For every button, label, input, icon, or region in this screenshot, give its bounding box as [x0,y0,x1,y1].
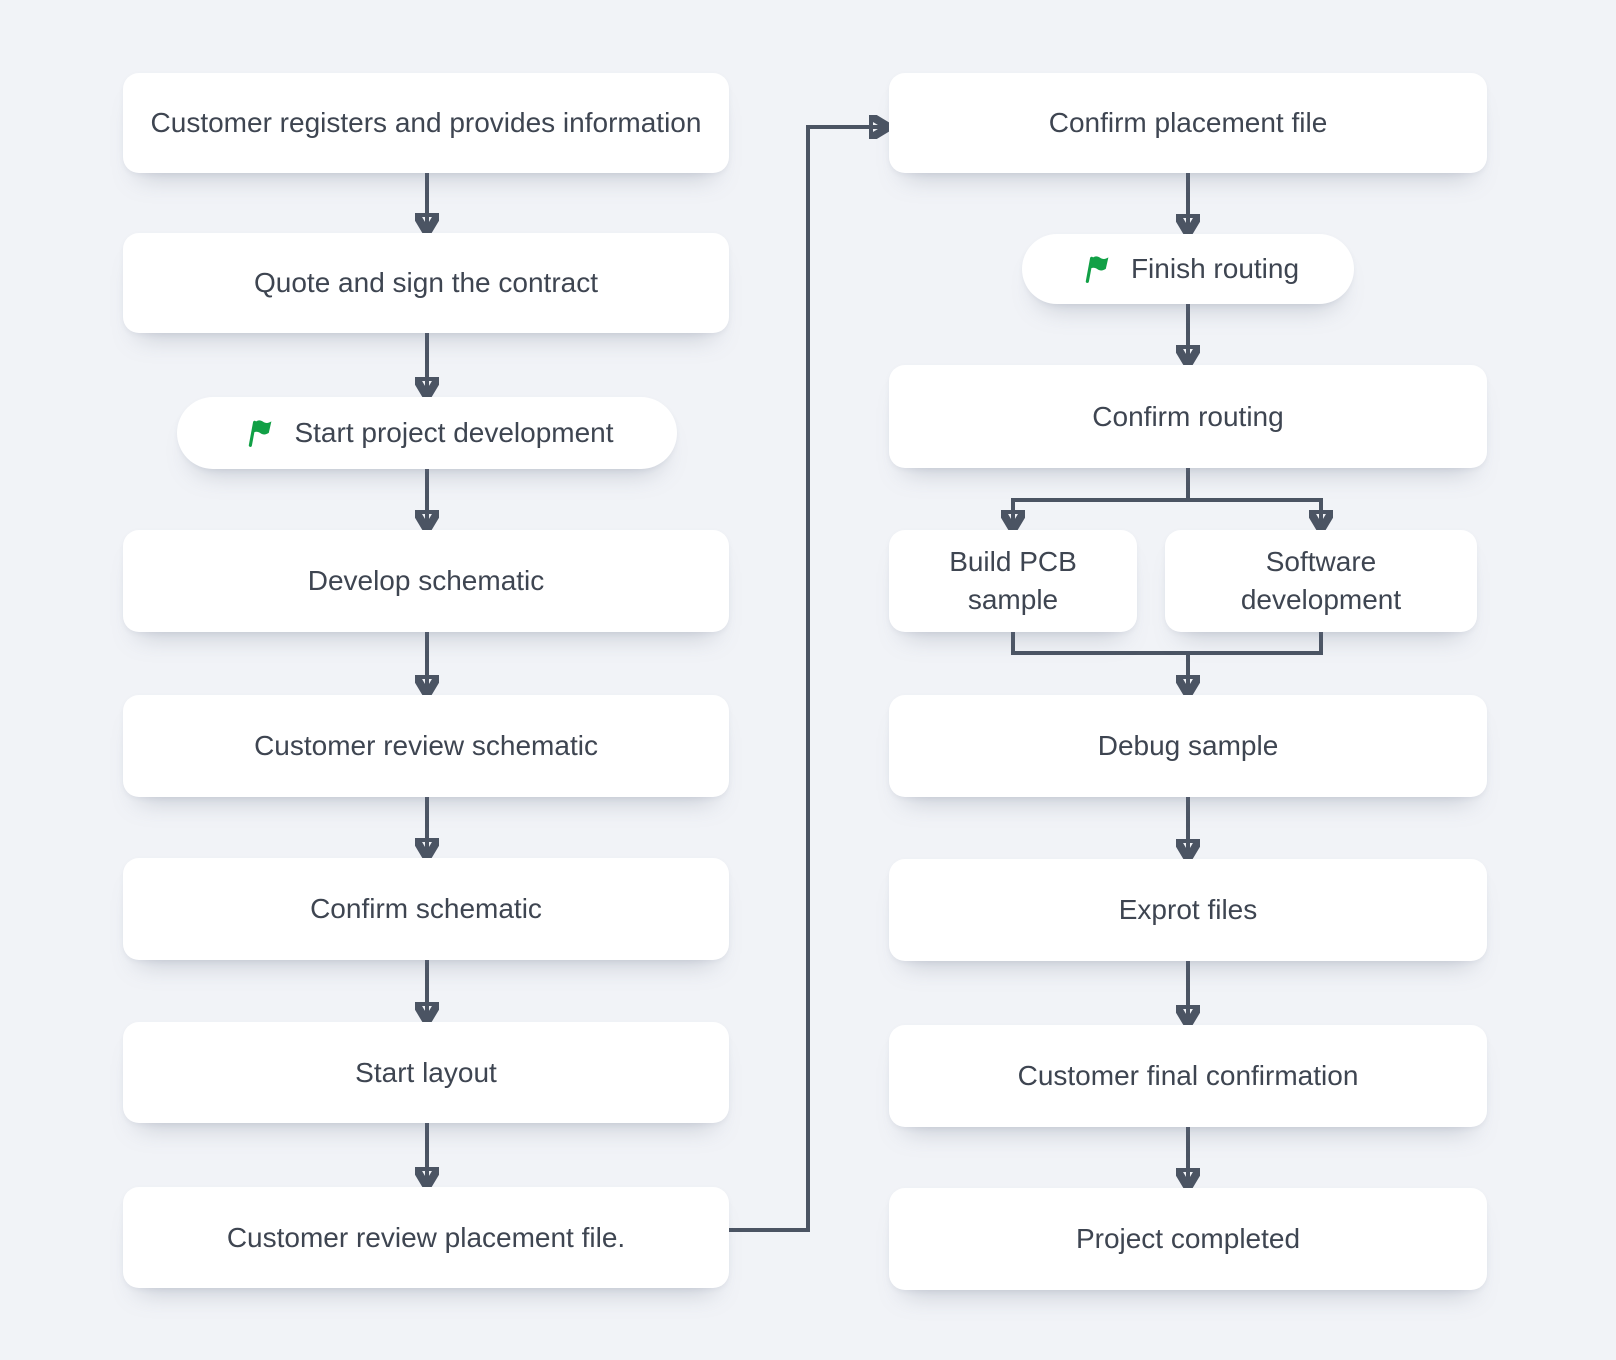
flag-icon [1077,251,1113,287]
node-project-completed: Project completed [889,1188,1487,1290]
node-finish-routing: Finish routing [1022,234,1354,304]
node-customer-review-placement-file: Customer review placement file. [123,1187,729,1288]
node-customer-review-schematic: Customer review schematic [123,695,729,797]
node-exprot-files: Exprot files [889,859,1487,961]
node-build-pcb-sample: Build PCB sample [889,530,1137,632]
node-confirm-placement-file: Confirm placement file [889,73,1487,173]
node-start-layout: Start layout [123,1022,729,1123]
node-customer-final-confirmation: Customer final confirmation [889,1025,1487,1127]
node-confirm-schematic: Confirm schematic [123,858,729,960]
connector-l8-to-r1 [727,127,886,1232]
milestone-label: Start project development [294,417,614,449]
node-software-development: Software development [1165,530,1477,632]
flag-icon [240,415,276,451]
node-start-project-development: Start project development [177,397,677,469]
node-quote-sign-contract: Quote and sign the contract [123,233,729,333]
node-customer-registers: Customer registers and provides informat… [123,73,729,173]
milestone-label: Finish routing [1130,253,1300,285]
node-develop-schematic: Develop schematic [123,530,729,632]
node-debug-sample: Debug sample [889,695,1487,797]
node-confirm-routing: Confirm routing [889,365,1487,468]
